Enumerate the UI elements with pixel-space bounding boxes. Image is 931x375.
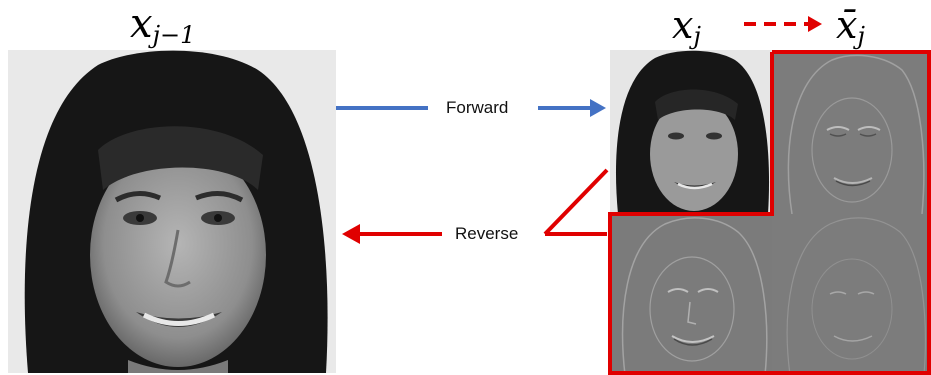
bar-label: x̄j <box>836 6 865 48</box>
output-label-subscript: j <box>693 22 701 50</box>
detail-bottom-left <box>610 214 772 375</box>
detail-bottom-right-drawing <box>772 214 929 375</box>
detail-top-right-drawing <box>772 50 929 214</box>
input-label-subscript: j−1 <box>152 21 196 49</box>
approximation-face-drawing <box>610 50 772 214</box>
bar-dashed-arrowhead <box>808 16 822 32</box>
reverse-label: Reverse <box>455 224 519 243</box>
output-label-symbol: x <box>672 3 694 47</box>
output-label: xj <box>672 6 701 48</box>
forward-arrowhead <box>590 99 606 117</box>
reverse-bracket-upper <box>543 168 609 236</box>
input-label: xj−1 <box>130 4 195 47</box>
detail-bottom-right <box>772 214 929 375</box>
approximation-image <box>610 50 772 214</box>
bar-label-symbol: x̄ <box>836 3 858 47</box>
input-label-symbol: x <box>130 1 153 47</box>
bar-label-subscript: j <box>857 22 865 50</box>
forward-label: Forward <box>446 98 509 117</box>
input-face-image <box>8 50 336 373</box>
detail-bottom-left-drawing <box>610 214 772 375</box>
detail-top-right <box>772 50 929 214</box>
reverse-arrowhead <box>342 224 360 244</box>
input-face-drawing <box>8 50 336 373</box>
